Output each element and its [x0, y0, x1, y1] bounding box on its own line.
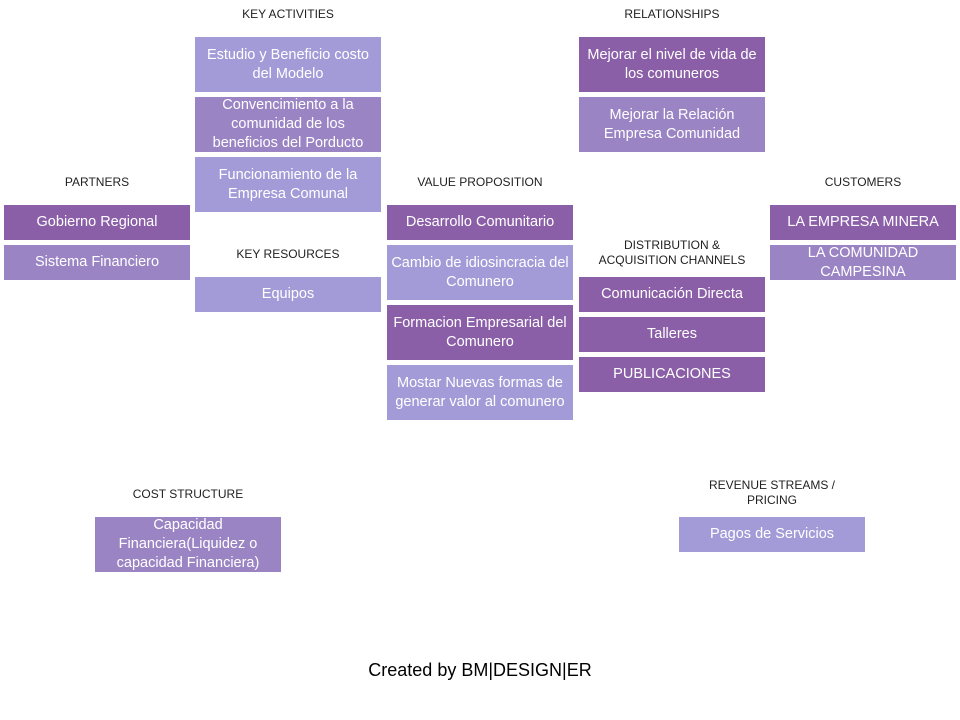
relationship-card: Mejorar el nivel de vida de los comunero… — [579, 37, 765, 92]
distribution-card: Talleres — [579, 317, 765, 352]
customer-card: LA EMPRESA MINERA — [770, 205, 956, 240]
value-proposition-card: Cambio de idiosincracia del Comunero — [387, 245, 573, 300]
header-revenue-streams: REVENUE STREAMS / PRICING — [708, 478, 836, 507]
footer-credit: Created by BM|DESIGN|ER — [368, 660, 592, 680]
key-resource-card: Equipos — [195, 277, 381, 312]
cost-structure-card: Capacidad Financiera(Liquidez o capacida… — [95, 517, 281, 572]
distribution-card: Comunicación Directa — [579, 277, 765, 312]
key-activity-card: Estudio y Beneficio costo del Modelo — [195, 37, 381, 92]
partner-card: Gobierno Regional — [4, 205, 190, 240]
distribution-card: PUBLICACIONES — [579, 357, 765, 392]
customer-card: LA COMUNIDAD CAMPESINA — [770, 245, 956, 280]
header-value-proposition: VALUE PROPOSITION — [417, 175, 543, 189]
partner-card: Sistema Financiero — [4, 245, 190, 280]
header-distribution: DISTRIBUTION & ACQUISITION CHANNELS — [598, 238, 746, 267]
value-proposition-card: Desarrollo Comunitario — [387, 205, 573, 240]
revenue-stream-card: Pagos de Servicios — [679, 517, 865, 552]
value-proposition-card: Formacion Empresarial del Comunero — [387, 305, 573, 360]
header-customers: CUSTOMERS — [824, 175, 902, 189]
key-activity-card: Convencimiento a la comunidad de los ben… — [195, 97, 381, 152]
value-proposition-card: Mostar Nuevas formas de generar valor al… — [387, 365, 573, 420]
relationship-card: Mejorar la Relación Empresa Comunidad — [579, 97, 765, 152]
header-relationships: RELATIONSHIPS — [624, 7, 720, 21]
header-partners: PARTNERS — [64, 175, 130, 189]
header-key-resources: KEY RESOURCES — [236, 247, 340, 261]
header-cost-structure: COST STRUCTURE — [132, 487, 244, 501]
header-key-activities: KEY ACTIVITIES — [242, 7, 334, 21]
key-activity-card: Funcionamiento de la Empresa Comunal — [195, 157, 381, 212]
